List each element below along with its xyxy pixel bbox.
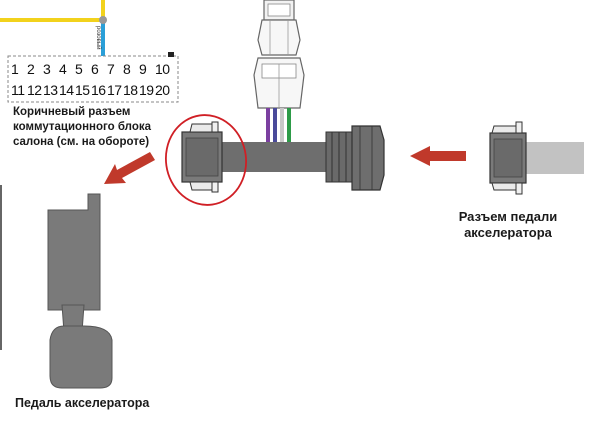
pedal-connector-label-line: Разъем педали <box>458 209 558 224</box>
accelerator-pedal <box>47 193 113 389</box>
wire-color-tag: розовый <box>95 26 101 50</box>
pin-number: 19 <box>139 82 154 98</box>
pin-number: 5 <box>75 61 83 77</box>
pin-number: 10 <box>155 61 170 77</box>
pedal-connector-label: Разъем педали акселератора <box>448 209 568 241</box>
salon-connector-label-line: коммутационного блока <box>13 121 151 133</box>
pin-number: 8 <box>123 61 131 77</box>
pin-number: 20 <box>155 82 170 98</box>
pin-number: 16 <box>91 82 106 98</box>
salon-connector-label: Коричневый разъем коммутационного блока … <box>13 105 151 150</box>
salon-connector-label-line: салона (см. на обороте) <box>13 136 150 148</box>
top-connector <box>253 0 305 109</box>
pin-number: 17 <box>107 82 122 98</box>
pin-number: 1 <box>11 61 19 77</box>
pin-block-outline <box>7 55 179 103</box>
harness-right-connector <box>325 125 385 191</box>
harness-cable <box>222 142 330 172</box>
pin-block-key <box>168 52 174 57</box>
pin-number: 3 <box>43 61 51 77</box>
pin-number: 9 <box>139 61 147 77</box>
pin-number: 18 <box>123 82 138 98</box>
harness-left-connector <box>181 121 223 193</box>
pin-number: 15 <box>75 82 90 98</box>
pin-number: 4 <box>59 61 67 77</box>
pedal-connector-label-line: акселератора <box>464 225 552 240</box>
pin-number: 7 <box>107 61 115 77</box>
pin-number: 2 <box>27 61 35 77</box>
highlight-circle <box>164 114 248 206</box>
arrow-right-to-harness <box>410 146 466 166</box>
pedal-connector <box>489 121 584 195</box>
pin-number: 11 <box>11 82 25 98</box>
pin-number: 6 <box>91 61 99 77</box>
salon-connector-label-line: Коричневый разъем <box>13 106 131 118</box>
wire-junction <box>99 16 107 24</box>
pin-number: 12 <box>27 82 42 98</box>
pin-number: 14 <box>59 82 74 98</box>
pin-number-grid: 1 2 3 4 5 6 7 8 9 10 11 12 13 14 15 16 1… <box>11 59 171 101</box>
pin-number: 13 <box>43 82 58 98</box>
pedal-label: Педаль акселератора <box>15 396 150 410</box>
arrow-to-pedal <box>104 152 155 184</box>
